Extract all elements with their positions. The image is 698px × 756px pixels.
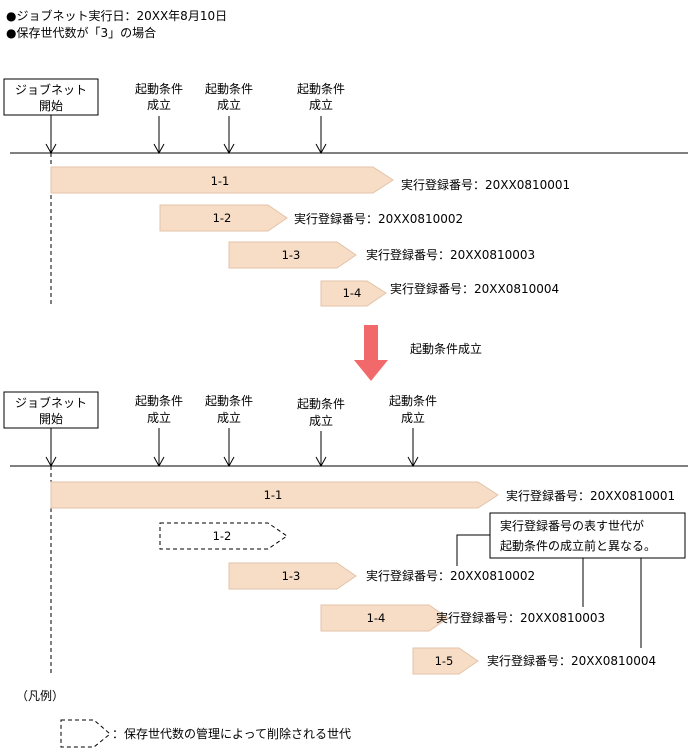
bottom-trigger-2-label-2: 成立 — [217, 410, 241, 425]
top-bar-1-3-label: 1-3 — [282, 248, 301, 262]
top-bar-1-1-label: 1-1 — [211, 174, 230, 188]
top-trigger-1-label-2: 成立 — [147, 97, 171, 112]
top-bar-1-2-reg: 実行登録番号：20XX0810002 — [294, 211, 463, 226]
top-jobnet-start-box — [3, 78, 99, 116]
bottom-bar-1-4-reg: 実行登録番号：20XX0810003 — [436, 610, 605, 625]
bottom-bar-1-4 — [320, 604, 449, 632]
callout-leader-1 — [456, 534, 490, 566]
bottom-bar-1-5-label: 1-5 — [435, 654, 454, 668]
callout-line-2: 起動条件の成立前と異なる。 — [500, 538, 656, 553]
bottom-start-label-1: ジョブネット — [15, 395, 87, 410]
bottom-bar-1-3-label: 1-3 — [282, 569, 301, 583]
bottom-trigger-4-label-1: 起動条件 — [389, 394, 437, 408]
bottom-timeline: ジョブネット 開始 起動条件 成立 起動条件 成立 起動条件 成立 起動条件 成… — [3, 391, 688, 676]
top-trigger-1-label-1: 起動条件 — [135, 82, 183, 96]
top-bar-1-2-label: 1-2 — [213, 211, 232, 225]
top-bar-1-4-label: 1-4 — [343, 286, 362, 300]
bottom-bar-1-5 — [412, 647, 479, 675]
bottom-trigger-4-label-2: 成立 — [401, 410, 425, 425]
top-timeline: ジョブネット 開始 起動条件 成立 起動条件 成立 起動条件 成立 1-1 実行… — [3, 78, 688, 307]
header-saved-generations: ●保存世代数が「3」の場合 — [6, 25, 156, 40]
bottom-jobnet-start-box — [3, 391, 99, 429]
bottom-trigger-3-label-1: 起動条件 — [297, 397, 345, 411]
bottom-bar-1-1-reg: 実行登録番号：20XX0810001 — [506, 488, 675, 503]
bottom-start-label-2: 開始 — [39, 412, 63, 426]
top-trigger-3-label-1: 起動条件 — [297, 82, 345, 96]
top-start-label-2: 開始 — [39, 99, 63, 113]
legend-deleted-generation-shape — [60, 719, 111, 748]
bottom-trigger-3-label-2: 成立 — [309, 413, 333, 428]
top-bar-1-1 — [50, 166, 394, 194]
bottom-bar-1-3 — [228, 562, 357, 590]
bottom-trigger-2-label-1: 起動条件 — [205, 394, 253, 408]
bottom-trigger-1-label-2: 成立 — [147, 410, 171, 425]
bottom-bar-1-3-reg: 実行登録番号：20XX0810002 — [366, 568, 535, 583]
bottom-bar-1-1 — [50, 481, 499, 509]
top-trigger-2-label-1: 起動条件 — [205, 82, 253, 96]
top-trigger-3-label-2: 成立 — [309, 97, 333, 112]
legend-title: （凡例） — [16, 689, 64, 703]
bottom-bar-1-5-reg: 実行登録番号：20XX0810004 — [487, 653, 656, 668]
top-bar-1-4 — [320, 280, 387, 307]
bottom-trigger-1-label-1: 起動条件 — [135, 394, 183, 408]
top-bar-1-3 — [228, 241, 357, 269]
callout-box — [489, 512, 686, 559]
top-bar-1-2 — [159, 204, 288, 232]
header-execution-date: ●ジョブネット実行日：20XX年8月10日 — [6, 8, 227, 23]
bottom-bar-1-2-deleted — [159, 522, 288, 550]
transition-label: 起動条件成立 — [410, 341, 482, 356]
bottom-bar-1-4-label: 1-4 — [367, 611, 386, 625]
top-bar-1-4-reg: 実行登録番号：20XX0810004 — [390, 281, 559, 296]
legend-item-text: ：保存世代数の管理によって削除される世代 — [112, 726, 351, 741]
callout-line-1: 実行登録番号の表す世代が — [500, 518, 644, 533]
top-start-label-1: ジョブネット — [15, 82, 87, 97]
top-bar-1-3-reg: 実行登録番号：20XX0810003 — [366, 247, 535, 262]
transition-down-arrow — [354, 325, 388, 381]
bottom-bar-1-1-label: 1-1 — [264, 488, 283, 502]
top-trigger-2-label-2: 成立 — [217, 97, 241, 112]
bottom-bar-1-2-label: 1-2 — [213, 529, 232, 543]
top-bar-1-1-reg: 実行登録番号：20XX0810001 — [401, 177, 570, 192]
